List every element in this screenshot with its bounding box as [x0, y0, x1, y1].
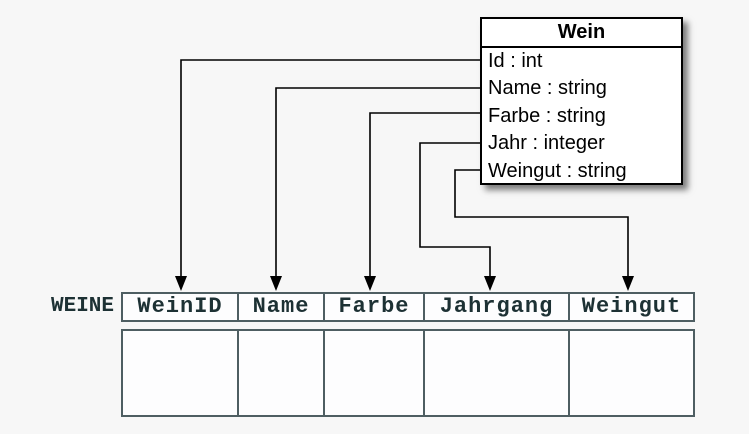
column-header-jahrgang: Jahrgang [423, 294, 568, 320]
connector-id-to-weinid [175, 59, 480, 291]
table-cell-weingut [568, 331, 693, 415]
connector-name-to-name [270, 87, 480, 291]
class-attribute-name: Name : string [488, 77, 607, 100]
class-attribute-list: Id : int Name : string Farbe : string Ja… [482, 48, 681, 185]
column-header-name: Name [237, 294, 323, 320]
table-name-label: WEINE [50, 295, 114, 318]
class-attribute-farbe: Farbe : string [488, 104, 606, 127]
uml-class-wein: Wein Id : int Name : string Farbe : stri… [480, 17, 683, 185]
table-header-row: WeinID Name Farbe Jahrgang Weingut [121, 292, 695, 322]
table-cell-weinid [123, 331, 237, 415]
table-cell-name [237, 331, 323, 415]
table-body-row [121, 329, 695, 417]
connector-farbe-to-farbe [364, 112, 480, 291]
column-header-farbe: Farbe [323, 294, 423, 320]
class-attribute-id: Id : int [488, 50, 543, 72]
class-attribute-jahr: Jahr : integer [488, 132, 605, 155]
class-title: Wein [482, 19, 681, 48]
connector-jahr-to-jahrgang [419, 142, 496, 291]
table-cell-jahrgang [423, 331, 568, 415]
column-header-weinid: WeinID [137, 294, 223, 319]
class-attribute-weingut: Weingut : string [488, 159, 627, 182]
connector-weingut-to-weingut [454, 169, 634, 291]
table-cell-farbe [323, 331, 423, 415]
column-header-weingut: Weingut [568, 294, 693, 320]
